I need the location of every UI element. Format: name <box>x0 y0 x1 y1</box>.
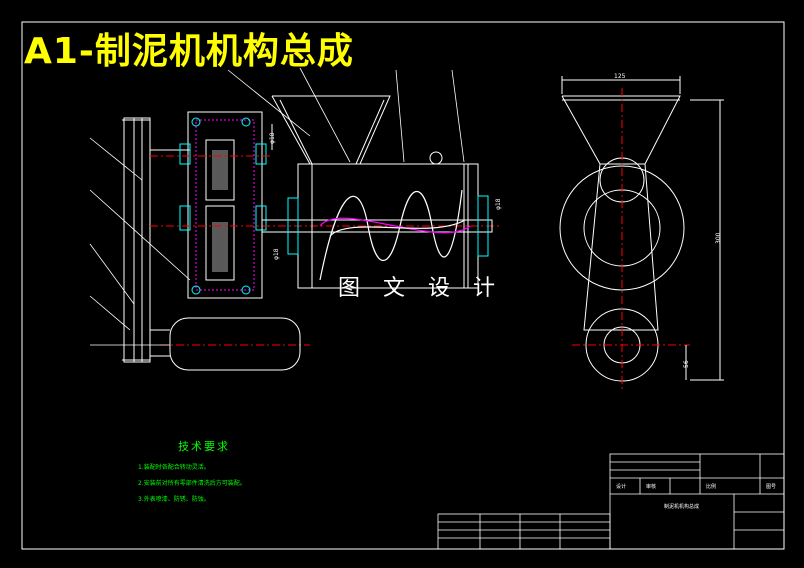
drawing-border <box>21 21 785 550</box>
tech-requirement-2: 2.安装前对所有零部件清洗后方可装配。 <box>138 480 246 487</box>
shaft-dim-1: φ18 <box>269 132 276 144</box>
title-block-label-c: 比例 <box>706 483 716 490</box>
tech-requirements-heading: 技术要求 <box>178 440 230 453</box>
shaft-dim-3: φ18 <box>495 198 502 210</box>
shaft-dim-2: φ18 <box>273 248 280 260</box>
title-block <box>437 453 785 550</box>
main-shaft <box>261 219 493 233</box>
leader-lines <box>89 67 465 346</box>
tech-requirement-3: 3.外表喷漆、防锈、防蚀。 <box>138 496 210 503</box>
title-block-label-d: 图号 <box>766 484 776 490</box>
hopper <box>271 95 391 165</box>
watermark-text: 图 文 设 计 <box>338 276 503 301</box>
auger-housing <box>287 151 489 289</box>
drawing-title: A1-制泥机机构总成 <box>24 31 354 72</box>
side-height: 300 <box>715 232 722 244</box>
title-block-label-a: 设计 <box>616 483 626 490</box>
screw-auger <box>319 189 471 281</box>
belt-pulley <box>122 117 190 363</box>
front-view: φ18 φ18 φ18 <box>89 67 502 371</box>
shaft-dimensions: φ18 φ18 φ18 <box>269 124 502 260</box>
gearbox <box>179 111 267 299</box>
electric-motor <box>150 317 301 371</box>
tech-requirement-1: 1.装配时各配合转动灵活。 <box>138 464 210 471</box>
side-small-height: 56 <box>683 360 690 368</box>
side-view: 125 300 56 <box>559 73 724 392</box>
side-top-width: 125 <box>614 73 626 80</box>
title-block-name: 制泥机机构总成 <box>664 503 699 510</box>
title-block-label-b: 审核 <box>646 483 656 490</box>
